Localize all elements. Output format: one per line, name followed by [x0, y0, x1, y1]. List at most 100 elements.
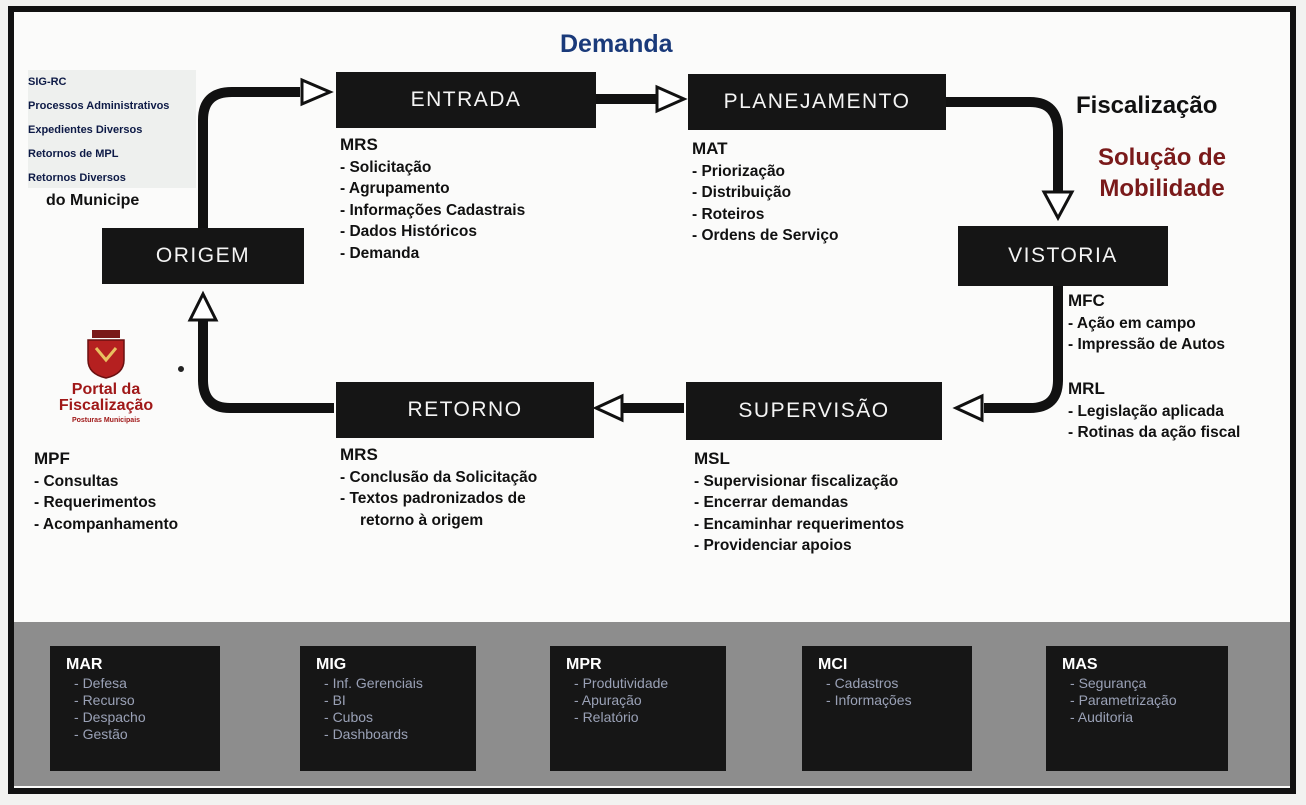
box-planejamento: PLANEJAMENTO — [688, 74, 946, 130]
arrowhead-entrada — [300, 77, 334, 107]
fiscalizacao-label: Fiscalização — [1076, 92, 1218, 119]
module-card-item-text: Dashboards — [332, 726, 409, 742]
module-card-heading: MAR — [66, 656, 103, 673]
module-heading: MPF — [34, 449, 70, 468]
source-item: SIG-RC — [28, 76, 67, 88]
module-card-mar: MAR - Defesa - Recurso - Despacho - Gest… — [50, 646, 220, 771]
module-card-item-text: Inf. Gerenciais — [332, 675, 423, 691]
module-card-item: - Apuração — [574, 692, 642, 708]
module-heading: MRL — [1068, 379, 1105, 398]
logo-line3: Posturas Municipais — [72, 417, 140, 424]
module-item: - Supervisionar fiscalização — [694, 472, 899, 490]
module-card-item: - Informações — [826, 692, 912, 708]
module-heading: MRS — [340, 445, 378, 464]
logo-line1: Portal da — [72, 381, 141, 398]
module-item: - Acompanhamento — [34, 515, 179, 533]
module-card-item: - Despacho — [74, 709, 146, 725]
module-card-item-text: Cadastros — [834, 675, 899, 691]
module-card-item-text: Gestão — [82, 726, 128, 742]
module-card-heading: MIG — [316, 656, 347, 673]
module-item: - Impressão de Autos — [1068, 336, 1226, 353]
module-item: - Priorização — [692, 162, 786, 180]
solucao-mobilidade-label: Solução de Mobilidade — [1098, 142, 1226, 204]
source-item: Processos Administrativos — [28, 100, 170, 112]
arrowhead-supervisao — [952, 393, 984, 423]
module-card-item-text: Cubos — [332, 709, 374, 725]
module-card-item: - Auditoria — [1070, 709, 1134, 725]
module-item: - Demanda — [340, 244, 420, 262]
supervisao-module-block: MSL - Supervisionar fiscalização - Encer… — [694, 448, 904, 557]
module-card-item: - Cubos — [324, 709, 374, 725]
module-item: - Roteiros — [692, 205, 765, 223]
source-item: Retornos Diversos — [28, 172, 126, 184]
arrowhead-vistoria — [1041, 190, 1075, 222]
planejamento-module-block: MAT - Priorização - Distribuição - Rotei… — [692, 138, 838, 247]
connector-origem-entrada — [198, 87, 300, 228]
module-item: - Textos padronizados de — [340, 490, 526, 507]
module-card-item-text: Informações — [834, 692, 912, 708]
module-item: retorno à origem — [360, 511, 484, 529]
connector-retorno-origem — [198, 320, 334, 413]
module-item: - Ação em campo — [1068, 314, 1196, 332]
connector-vistoria-supervisao — [984, 285, 1063, 413]
module-card-mig: MIG - Inf. Gerenciais - BI - Cubos - Das… — [300, 646, 476, 771]
solucao-line: Mobilidade — [1099, 175, 1225, 202]
portal-fiscalizacao-logo: Portal da Fiscalização Posturas Municipa… — [36, 328, 176, 426]
module-card-item: - Recurso — [74, 692, 135, 708]
module-heading: MSL — [694, 449, 730, 468]
source-item: Retornos de MPL — [28, 148, 119, 160]
module-card-heading: MAS — [1062, 656, 1098, 673]
module-card-item-text: Despacho — [82, 709, 146, 725]
mrl-module-block: MRL - Legislação aplicada - Rotinas da a… — [1068, 378, 1240, 444]
module-item: - Conclusão da Solicitação — [340, 468, 538, 486]
module-card-item: - Inf. Gerenciais — [324, 675, 423, 691]
module-card-item-text: Defesa — [82, 675, 127, 691]
module-item: - Encerrar demandas — [694, 494, 849, 511]
module-card-mas: MAS - Segurança - Parametrização - Audit… — [1046, 646, 1228, 771]
module-card-item-text: Apuração — [581, 692, 642, 708]
module-item: - Legislação aplicada — [1068, 402, 1224, 420]
box-origem: ORIGEM — [102, 228, 304, 284]
box-vistoria: VISTORIA — [958, 226, 1168, 286]
module-card-heading: MPR — [566, 656, 602, 673]
retorno-module-block: MRS - Conclusão da Solicitação - Textos … — [340, 444, 537, 531]
box-supervisao: SUPERVISÃO — [686, 382, 942, 440]
module-card-mci: MCI - Cadastros - Informações — [802, 646, 972, 771]
module-heading: MRS — [340, 135, 378, 154]
module-card-item-text: Recurso — [82, 692, 135, 708]
logo-line2: Fiscalização — [59, 397, 154, 414]
module-card-item-text: Auditoria — [1077, 709, 1134, 725]
vistoria-module-block: MFC - Ação em campo - Impressão de Autos — [1068, 290, 1225, 356]
input-sources-list: SIG-RC Processos Administrativos Expedie… — [28, 70, 196, 188]
module-card-item: - Segurança — [1070, 675, 1147, 691]
module-card-heading: MCI — [818, 656, 848, 673]
connector-planejamento-vistoria — [946, 97, 1063, 192]
module-card-item: - Parametrização — [1070, 692, 1177, 708]
module-item: - Encaminhar requerimentos — [694, 515, 905, 533]
module-heading: MAT — [692, 139, 728, 158]
module-card-item: - Dashboards — [324, 726, 409, 742]
module-card-item: - Defesa — [74, 675, 127, 691]
arrowhead-retorno — [592, 393, 624, 423]
module-item: - Consultas — [34, 472, 119, 490]
module-card-item-text: Segurança — [1078, 675, 1147, 691]
module-item: - Dados Históricos — [340, 223, 477, 240]
box-retorno: RETORNO — [336, 382, 594, 438]
module-card-item: - BI — [324, 692, 346, 708]
mpf-module-block: MPF - Consultas - Requerimentos - Acompa… — [34, 448, 178, 535]
solucao-line: Solução de — [1098, 144, 1227, 171]
box-entrada: ENTRADA — [336, 72, 596, 128]
module-item: - Ordens de Serviço — [692, 227, 839, 244]
module-heading: MFC — [1068, 291, 1105, 310]
module-card-item-text: Produtividade — [582, 675, 669, 691]
module-item: - Distribuição — [692, 184, 792, 201]
arrowhead-planejamento — [655, 84, 688, 114]
module-item: - Providenciar apoios — [694, 537, 852, 554]
module-item: - Requerimentos — [34, 494, 157, 511]
module-card-item-text: BI — [332, 692, 346, 708]
module-card-mpr: MPR - Produtividade - Apuração - Relatór… — [550, 646, 726, 771]
diagram-title: Demanda — [560, 30, 673, 58]
module-card-item: - Cadastros — [826, 675, 899, 691]
module-card-item-text: Parametrização — [1078, 692, 1177, 708]
